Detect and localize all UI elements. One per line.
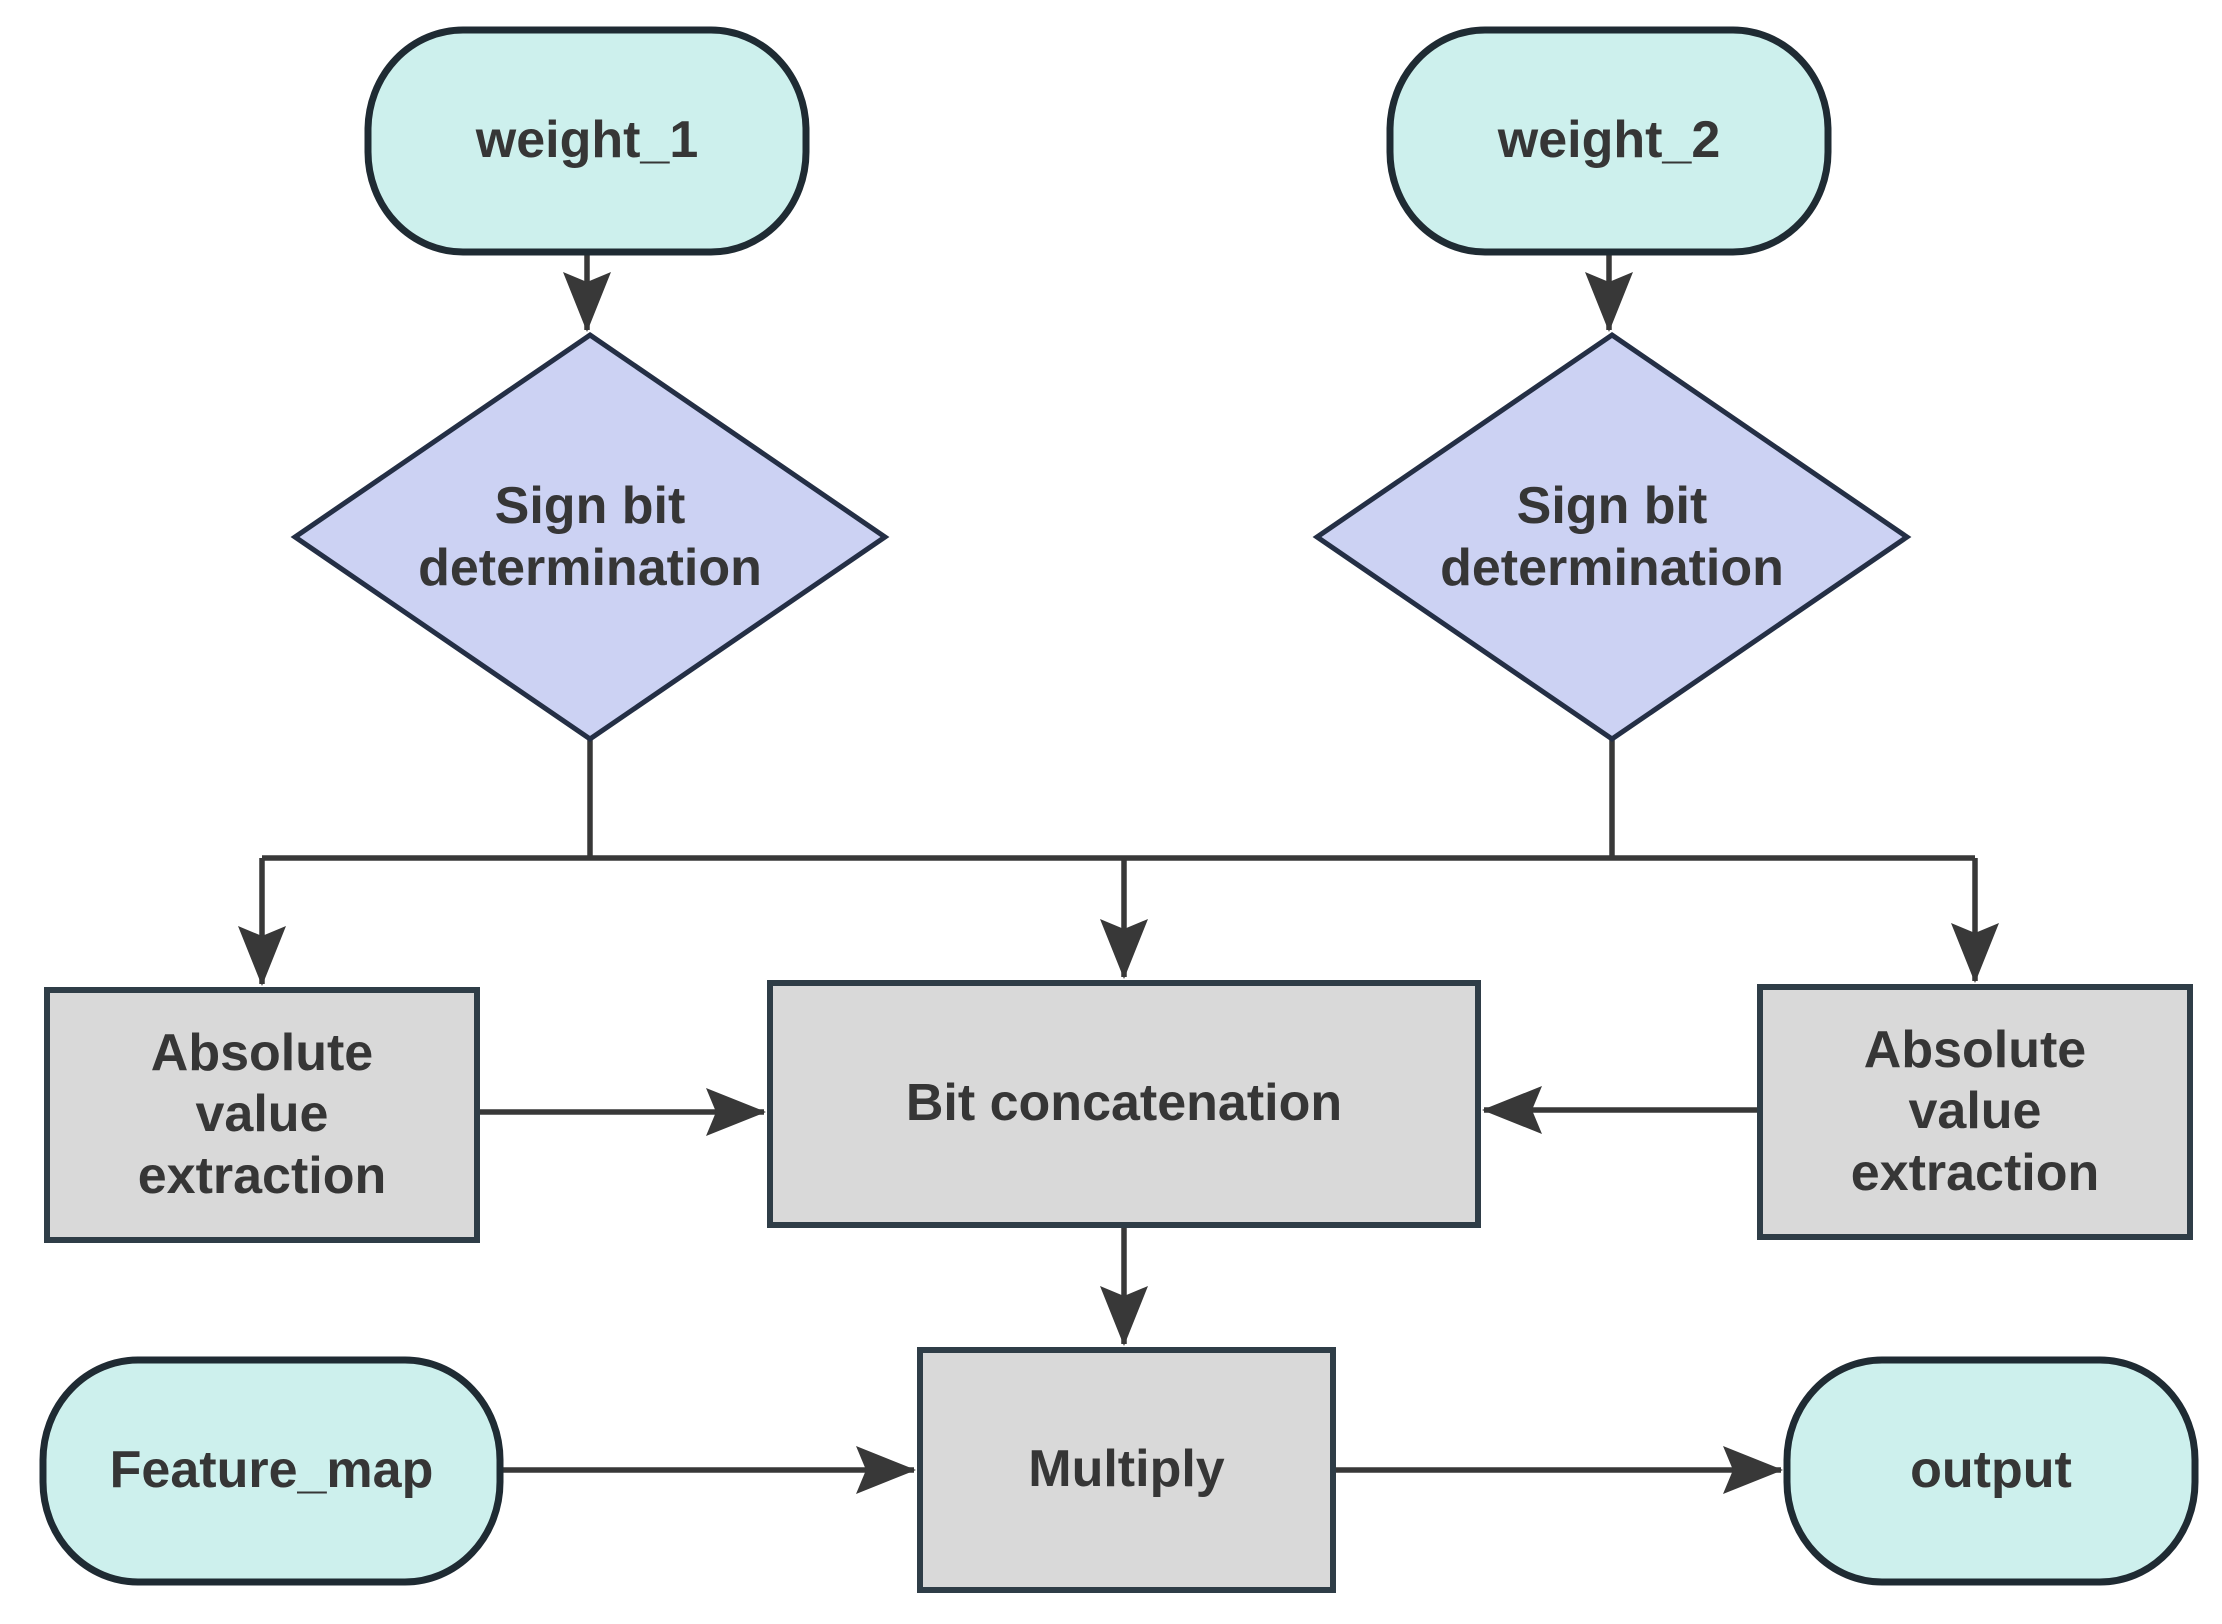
node-weight-2 (1386, 26, 1832, 256)
node-feature-map (39, 1356, 504, 1586)
node-multiply (917, 1347, 1336, 1593)
node-output (1783, 1356, 2199, 1586)
node-absolute-value-extraction-left (44, 987, 480, 1243)
node-absolute-value-extraction-right (1757, 984, 2193, 1240)
node-weight-1 (364, 26, 810, 256)
node-bit-concatenation (767, 980, 1481, 1228)
node-sign-bit-determination-2 (1312, 331, 1912, 743)
node-sign-bit-determination-1 (290, 331, 890, 743)
